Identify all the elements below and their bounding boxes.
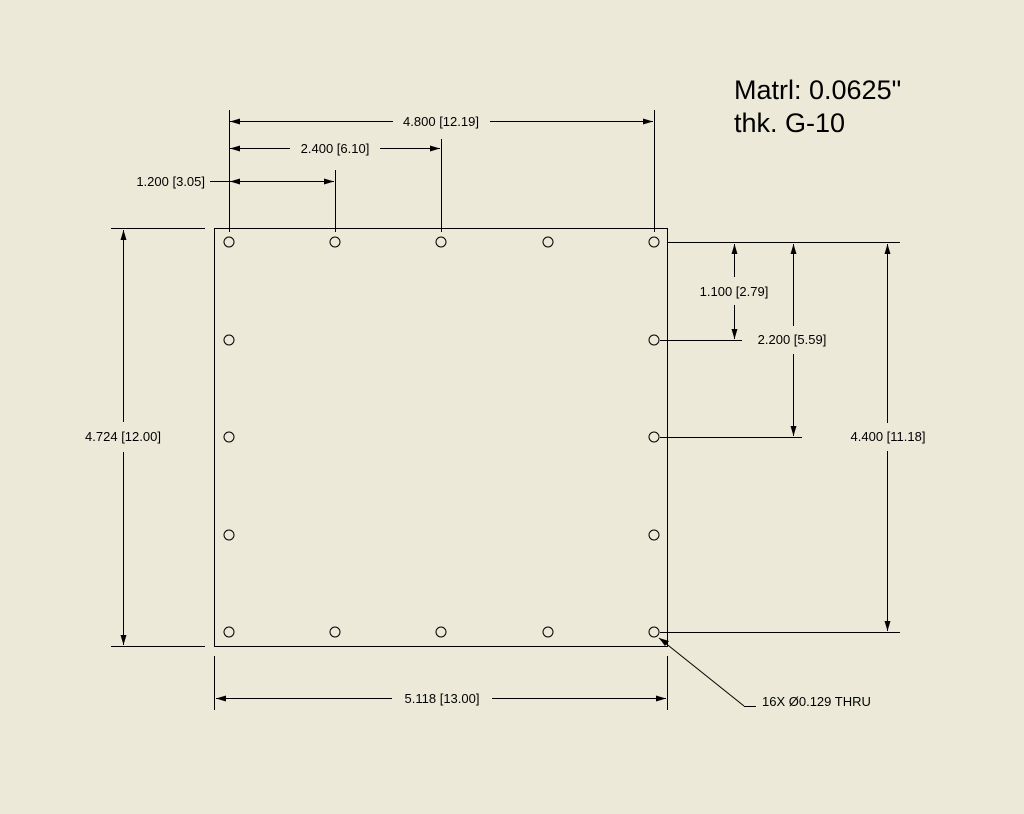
- hole: [435, 626, 447, 638]
- dim-hole-offset-y-2: 2.200 [5.59]: [758, 244, 827, 436]
- material-note-line-1: Matrl: 0.0625": [734, 75, 901, 105]
- dim-hole-span-y: 4.400 [11.18]: [851, 244, 926, 631]
- dim-label-hole-offset-y-1: 1.100 [2.79]: [700, 284, 769, 299]
- hole: [329, 236, 341, 248]
- right-extension-lines: [660, 242, 900, 633]
- dim-overall-height: 4.724 [12.00]: [85, 228, 205, 647]
- dim-label-hole-span-x: 4.800 [12.19]: [403, 114, 479, 129]
- dim-label-hole-offset-x-1: 1.200 [3.05]: [136, 174, 205, 189]
- hole-callout: 16X Ø0.129 THRU: [658, 637, 871, 709]
- plate-outline: [214, 228, 668, 647]
- hole: [648, 431, 660, 443]
- hole: [648, 334, 660, 346]
- hole: [648, 236, 660, 248]
- material-note-line-2: thk. G-10: [734, 108, 845, 138]
- hole: [223, 626, 235, 638]
- dim-label-hole-span-y: 4.400 [11.18]: [851, 429, 926, 444]
- dim-label-hole-offset-y-2: 2.200 [5.59]: [758, 332, 827, 347]
- hole-pattern: [223, 236, 660, 638]
- dim-hole-offset-x-2: 2.400 [6.10]: [230, 141, 440, 156]
- dim-label-overall-width: 5.118 [13.00]: [405, 691, 480, 706]
- hole: [648, 626, 660, 638]
- dim-label-overall-height: 4.724 [12.00]: [85, 429, 161, 444]
- top-extension-lines: [229, 110, 655, 232]
- hole: [223, 529, 235, 541]
- dim-label-hole-offset-x-2: 2.400 [6.10]: [301, 141, 370, 156]
- hole: [435, 236, 447, 248]
- hole: [542, 626, 554, 638]
- hole: [329, 626, 341, 638]
- hole: [223, 236, 235, 248]
- dim-hole-span-x: 4.800 [12.19]: [230, 114, 653, 129]
- hole: [648, 529, 660, 541]
- material-note: Matrl: 0.0625" thk. G-10: [734, 75, 901, 138]
- dim-overall-width: 5.118 [13.00]: [214, 656, 668, 710]
- hole: [223, 334, 235, 346]
- hole-callout-text: 16X Ø0.129 THRU: [762, 694, 871, 709]
- dim-hole-offset-y-1: 1.100 [2.79]: [700, 244, 769, 339]
- hole: [223, 431, 235, 443]
- dim-hole-offset-x-1: 1.200 [3.05]: [136, 174, 334, 189]
- hole: [542, 236, 554, 248]
